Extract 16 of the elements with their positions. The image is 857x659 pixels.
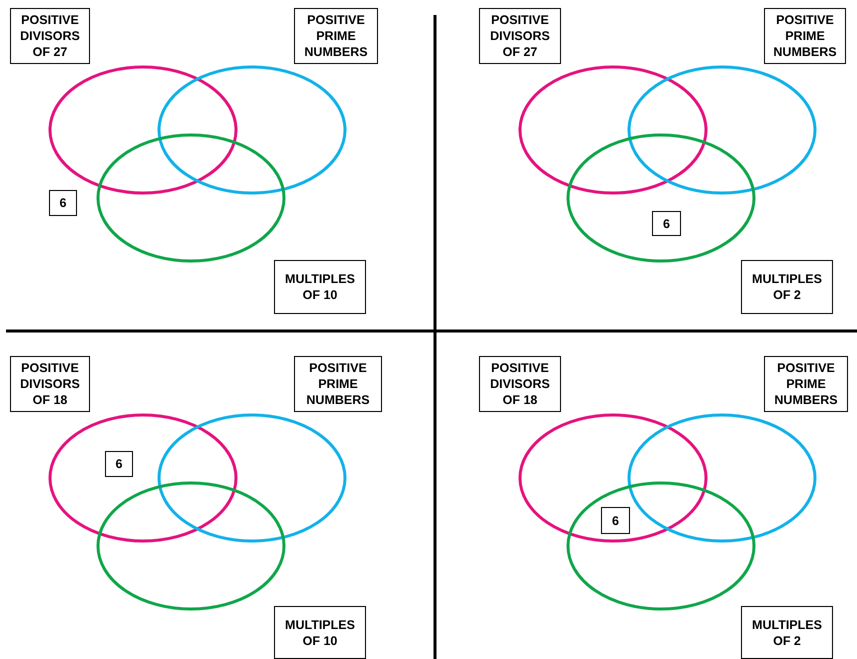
- category-label: POSITIVE DIVISORS OF 18: [10, 356, 90, 412]
- category-label: MULTIPLES OF 10: [274, 260, 366, 314]
- category-label: MULTIPLES OF 2: [741, 260, 833, 314]
- category-label: POSITIVE DIVISORS OF 27: [10, 8, 90, 64]
- category-label: MULTIPLES OF 2: [741, 606, 833, 659]
- category-label: POSITIVE PRIME NUMBERS: [294, 356, 382, 412]
- category-label: POSITIVE DIVISORS OF 27: [479, 8, 561, 64]
- number-box: 6: [105, 451, 133, 477]
- number-box: 6: [652, 211, 681, 236]
- number-box: 6: [49, 190, 77, 216]
- category-label: POSITIVE PRIME NUMBERS: [294, 8, 378, 64]
- category-label: POSITIVE PRIME NUMBERS: [764, 8, 846, 64]
- number-box: 6: [601, 507, 630, 534]
- category-label: MULTIPLES OF 10: [274, 606, 366, 659]
- category-label: POSITIVE PRIME NUMBERS: [764, 356, 848, 412]
- category-label: POSITIVE DIVISORS OF 18: [479, 356, 561, 412]
